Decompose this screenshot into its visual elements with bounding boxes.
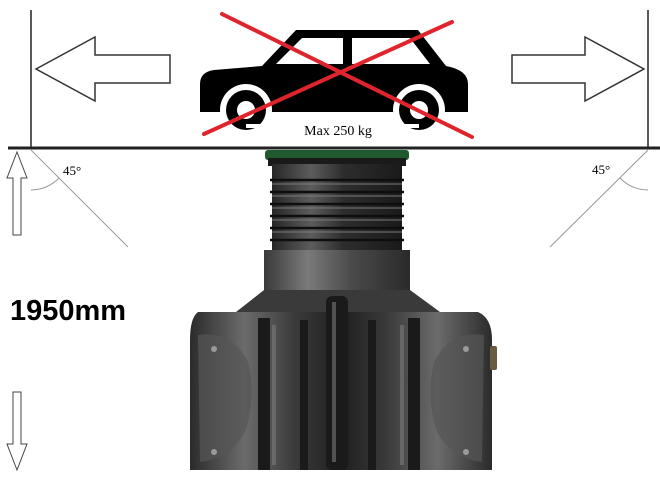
max-load-label: Max 250 kg	[304, 124, 372, 139]
depth-arrow-up-icon	[6, 150, 28, 236]
no-vehicle-cross-icon	[202, 12, 474, 139]
right-angle-label: 45°	[592, 162, 610, 177]
car-icon	[200, 30, 468, 136]
tank-illustration	[190, 150, 497, 470]
left-angle-label: 45°	[63, 163, 81, 178]
right-angle-indicator	[549, 149, 649, 248]
left-arrow-icon	[34, 35, 171, 103]
left-angle-indicator	[30, 149, 129, 248]
tank-lid	[265, 150, 409, 160]
right-arrow-icon	[511, 35, 646, 103]
ground-frame	[8, 10, 660, 150]
tank-neck	[272, 164, 402, 250]
depth-label: 1950mm	[10, 295, 126, 327]
depth-arrow-down-icon	[6, 391, 28, 472]
